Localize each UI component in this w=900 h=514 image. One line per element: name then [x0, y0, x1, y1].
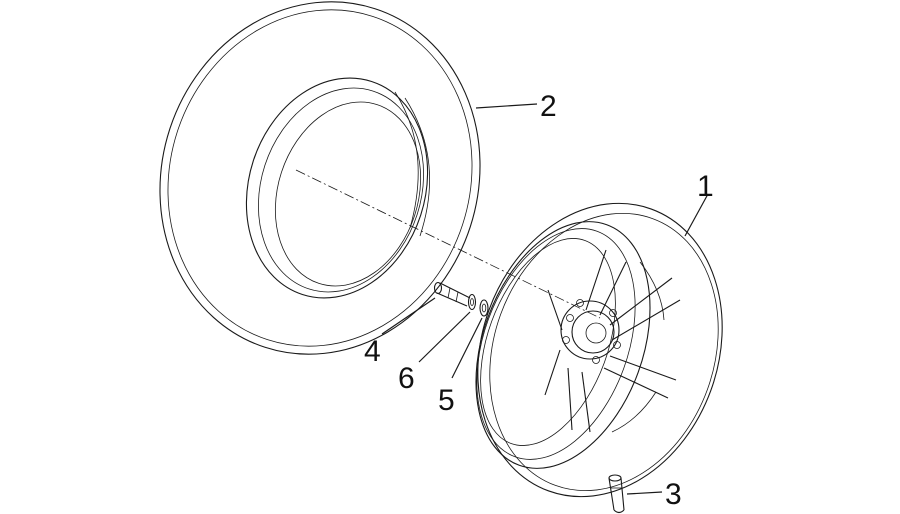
leader-line-3 [626, 491, 663, 495]
callout-1: 1 [697, 170, 714, 203]
rim-part-1 [475, 202, 723, 498]
leader-line-5 [451, 317, 483, 379]
valve-part-3 [608, 474, 625, 514]
bolt-part-4 [433, 281, 471, 307]
callout-2: 2 [540, 90, 557, 123]
leader-line-1 [684, 193, 709, 237]
callout-6: 6 [398, 362, 415, 395]
leader-line-2 [475, 103, 538, 109]
leader-line-6 [418, 311, 471, 363]
leader-line-4 [381, 297, 436, 335]
callout-3: 3 [665, 478, 682, 511]
callout-5: 5 [438, 384, 455, 417]
leader-lines [381, 103, 709, 495]
callout-4: 4 [364, 335, 381, 368]
rim-spokes [544, 249, 681, 433]
washer-part-6 [467, 293, 477, 311]
tire-part-2 [159, 1, 481, 355]
wheel-hub [560, 299, 621, 364]
wheel-axis-line [295, 169, 601, 319]
washer-part-5 [479, 299, 489, 317]
